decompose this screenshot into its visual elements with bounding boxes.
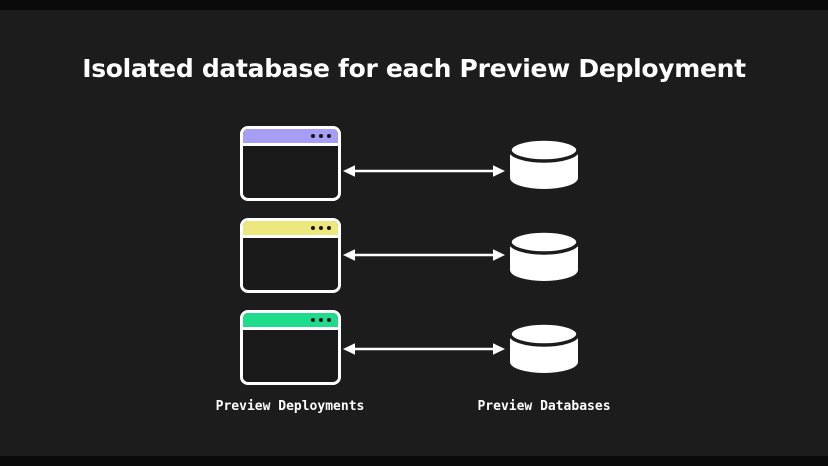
databases-column-label: Preview Databases (477, 399, 611, 414)
dot-icon (311, 134, 315, 138)
browser-window-3 (240, 310, 341, 385)
window-titlebar (243, 313, 338, 330)
database-cylinder-icon (508, 137, 580, 189)
dot-icon (311, 318, 315, 322)
window-content-area (243, 330, 338, 379)
database-cylinder-icon (508, 321, 580, 373)
dot-icon (319, 226, 323, 230)
dot-icon (327, 134, 331, 138)
window-content-area (243, 146, 338, 195)
dot-icon (319, 318, 323, 322)
window-content-area (243, 238, 338, 287)
dot-icon (311, 226, 315, 230)
window-titlebar (243, 221, 338, 238)
bottom-letterbox-bar (0, 456, 828, 466)
deployments-column-label: Preview Deployments (215, 399, 365, 414)
top-letterbox-bar (0, 0, 828, 10)
dot-icon (319, 134, 323, 138)
slide-title: Isolated database for each Preview Deplo… (82, 54, 746, 83)
dot-icon (327, 318, 331, 322)
database-cylinder-icon (508, 229, 580, 281)
browser-window-1 (240, 126, 341, 201)
window-titlebar (243, 129, 338, 146)
window-dots-icon (311, 318, 331, 322)
window-dots-icon (311, 226, 331, 230)
browser-window-2 (240, 218, 341, 293)
window-dots-icon (311, 134, 331, 138)
double-headed-arrow-icon (343, 343, 505, 355)
dot-icon (327, 226, 331, 230)
double-headed-arrow-icon (343, 249, 505, 261)
double-headed-arrow-icon (343, 165, 505, 177)
